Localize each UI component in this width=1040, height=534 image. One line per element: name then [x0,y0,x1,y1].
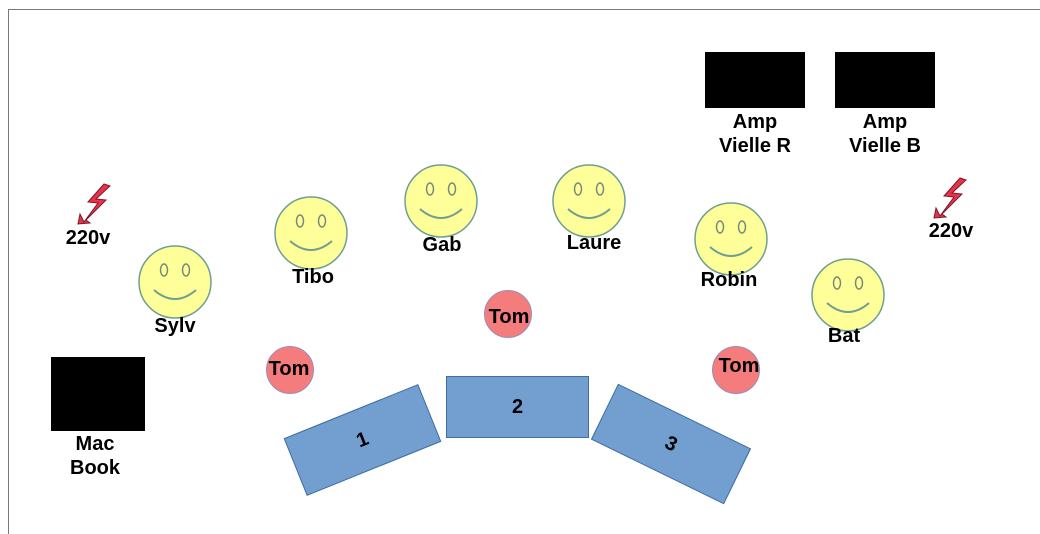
stand-2-label: 2 [511,395,524,418]
macbook-label: Mac Book [55,432,135,480]
amp-vielle-r-label: Amp Vielle R [695,110,815,158]
tom-left-label: Tom [268,358,310,380]
power-right-label: 220v [928,220,974,242]
smiley-face-icon [138,245,212,319]
tom-right-label: Tom [718,355,760,377]
amp-vielle-r-line2: Vielle R [719,135,791,157]
musician-bat-label: Bat [827,325,861,347]
tom-center-drum [484,290,532,338]
smiley-face-icon [811,258,885,332]
smiley-face-icon [404,164,478,238]
lightning-bolt-icon [77,183,111,225]
lightning-bolt-icon [933,177,967,219]
musician-sylv-label: Sylv [154,315,196,337]
musician-robin-label: Robin [700,269,758,291]
macbook-line1: Mac [75,433,115,455]
tom-right-drum [712,346,760,394]
stand-3-label: 3 [661,431,682,456]
musician-tibo-label: Tibo [292,266,334,288]
smiley-face-icon [552,164,626,238]
power-left-label: 220v [65,227,111,249]
amp-vielle-b-label: Amp Vielle B [825,110,945,158]
smiley-face-icon [274,196,348,270]
stand-1-label: 1 [353,427,372,452]
tom-left-drum [266,346,314,394]
amp-vielle-b-line1: Amp [862,111,908,133]
tom-center-label: Tom [488,306,530,328]
smiley-face-icon [694,202,768,276]
amp-vielle-r-line1: Amp [732,111,778,133]
amp-vielle-r-box [705,52,805,108]
stand-2: 2 [446,376,589,438]
musician-gab-label: Gab [422,234,462,256]
macbook-line2: Book [70,457,120,479]
musician-laure-label: Laure [566,232,622,254]
amp-vielle-b-box [835,52,935,108]
macbook-box [51,357,145,431]
amp-vielle-b-line2: Vielle B [849,135,921,157]
stage-plot [8,9,1040,534]
